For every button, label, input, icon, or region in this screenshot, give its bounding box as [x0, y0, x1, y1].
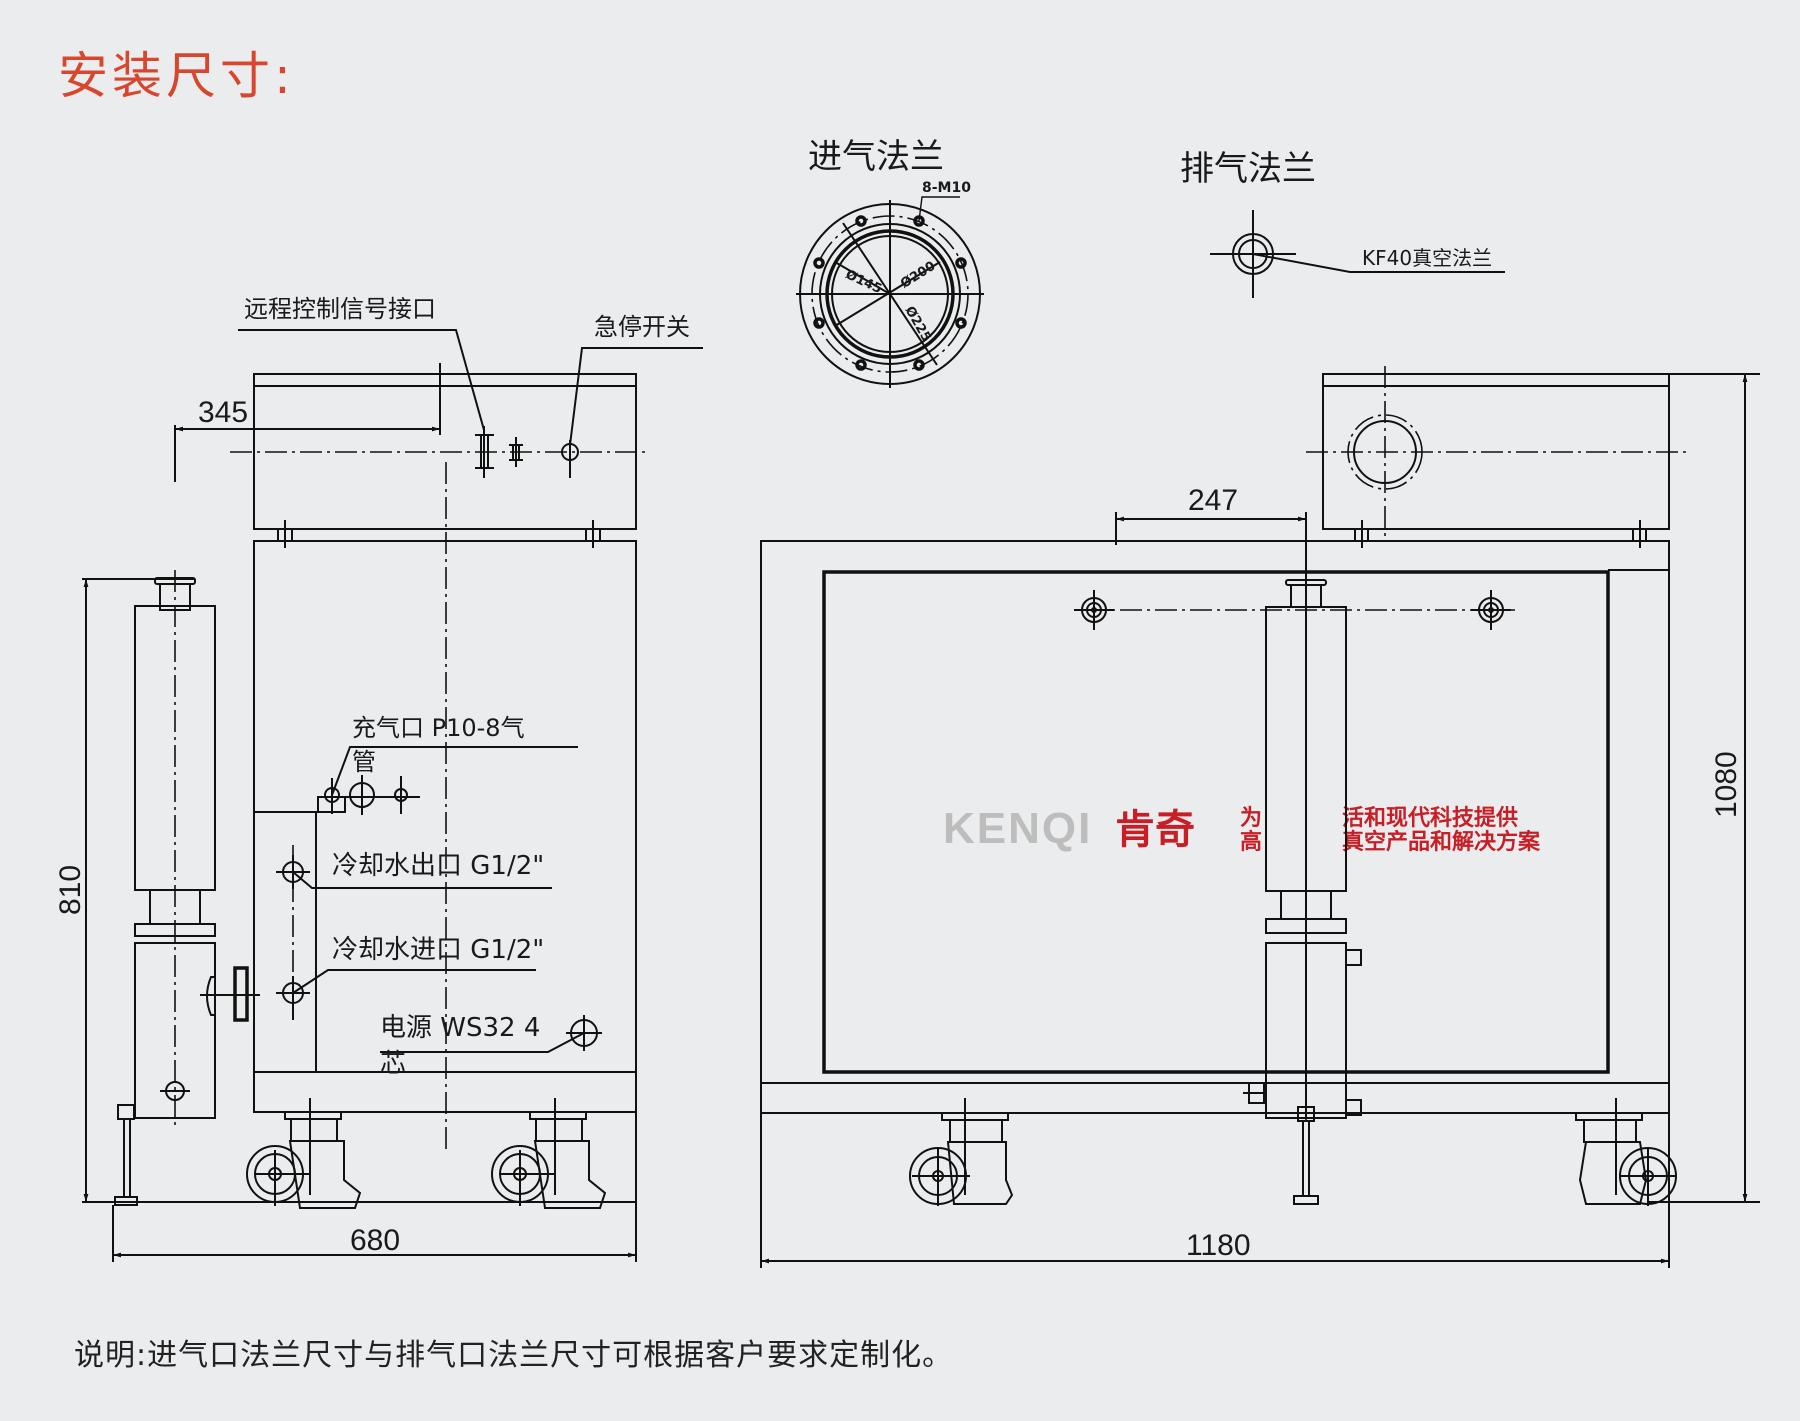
mount-hole-left [1074, 590, 1114, 630]
caster-left [246, 1098, 362, 1209]
inlet-flange-view: 进气法兰 8-M10 Ø145 Ø200 Ø225 [796, 137, 984, 388]
note-text: 说明:进气口法兰尺寸与排气口法兰尺寸可根据客户要求定制化。 [74, 1338, 954, 1373]
diameter-225: Ø225 [902, 304, 934, 345]
mount-hole-right [1471, 590, 1511, 630]
inlet-flange-heading: 进气法兰 [808, 137, 944, 177]
dim-247: 247 [1188, 484, 1238, 517]
dim-345: 345 [198, 396, 248, 429]
watermark-brand-cn: 肯奇 [1115, 807, 1195, 853]
side-view: 远程控制信号接口 急停开关 345 充气口 P10-8气 管 冷却水出口 G1/… [54, 295, 703, 1262]
emergency-stop-leader [569, 347, 703, 446]
dim-810: 810 [54, 865, 87, 915]
watermark-slogan-col1-b: 高 [1240, 829, 1262, 855]
kenqi-watermark: KENQI 肯奇 为 高 活和现代科技提供 真空产品和解决方案 [943, 804, 1541, 855]
gas-inlet-label-2: 管 [352, 748, 376, 776]
watermark-slogan-line1: 活和现代科技提供 [1342, 805, 1518, 831]
remote-control-label: 远程控制信号接口 [244, 295, 436, 323]
dim-680: 680 [350, 1224, 400, 1257]
cooling-out-leader [292, 871, 552, 889]
watermark-brand-en: KENQI [943, 804, 1092, 853]
watermark-slogan-col1-a: 为 [1240, 806, 1262, 831]
caster-right [491, 1098, 607, 1209]
watermark-slogan-line2: 真空产品和解决方案 [1342, 829, 1541, 855]
remote-control-leader [238, 329, 485, 431]
power-leader [380, 1032, 585, 1053]
power-label: 电源 WS32 4 [380, 1013, 540, 1043]
page-title: 安装尺寸: [58, 47, 295, 105]
emergency-stop-label: 急停开关 [594, 313, 690, 341]
caster-front-left [909, 1098, 1014, 1206]
cooling-in-leader [292, 969, 536, 994]
diameter-145: Ø145 [843, 267, 884, 297]
cooling-out-label: 冷却水出口 G1/2" [332, 851, 544, 881]
diameter-200: Ø200 [898, 259, 938, 292]
cooling-in-label: 冷却水进口 G1/2" [332, 935, 544, 965]
power-label-2: 芯 [380, 1049, 406, 1079]
exhaust-flange-heading: 排气法兰 [1180, 149, 1316, 189]
front-view: KENQI 肯奇 为 高 活和现代科技提供 真空产品和解决方案 [760, 366, 1760, 1268]
dim-1080: 1080 [1710, 751, 1743, 818]
pump-side [114, 570, 260, 1206]
exhaust-flange-view: 排气法兰 KF40真空法兰 [1180, 149, 1505, 298]
pump-front [1243, 565, 1362, 1205]
gas-inlet-leader [331, 746, 578, 796]
kf40-label: KF40真空法兰 [1362, 246, 1492, 270]
dim-1180: 1180 [1186, 1229, 1251, 1262]
gas-inlet-label: 充气口 P10-8气 [352, 714, 525, 742]
bolt-spec-label: 8-M10 [922, 180, 971, 196]
caster-front-right [1575, 1098, 1677, 1206]
